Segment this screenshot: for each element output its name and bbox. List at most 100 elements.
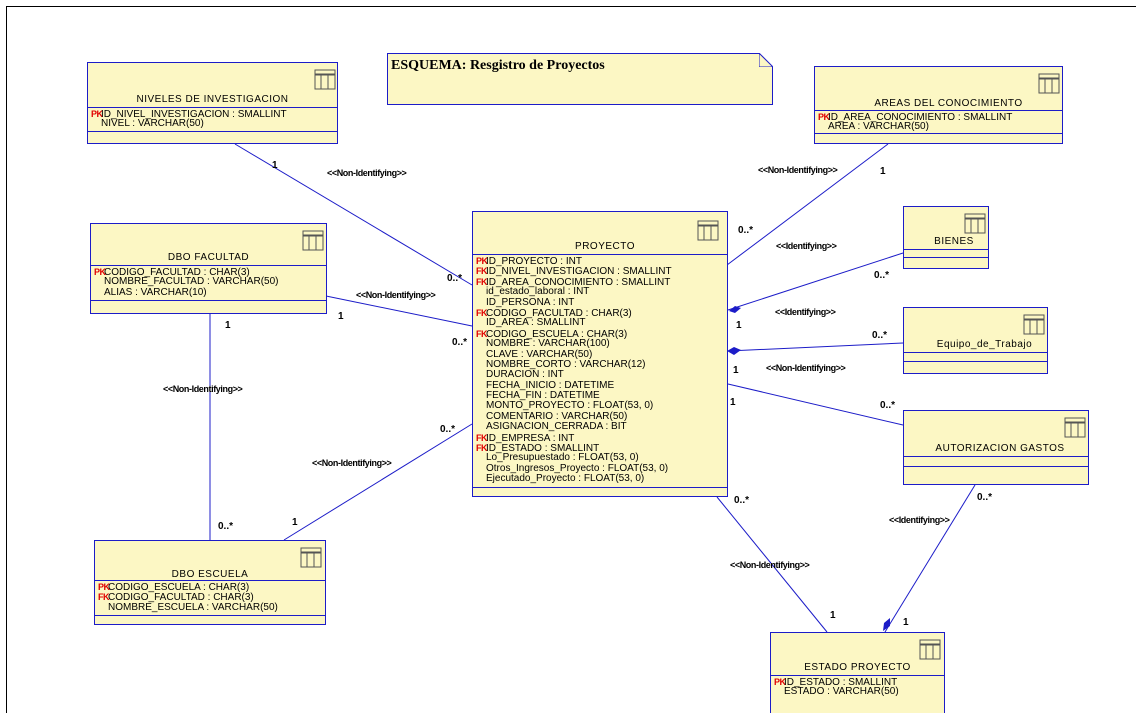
- rel-label-facultad-escuela: <<Non-Identifying>>: [163, 384, 243, 394]
- attribute-row: Lo_Presupuestado : FLOAT(53, 0): [476, 453, 725, 463]
- attribute-text: COMENTARIO : VARCHAR(50): [486, 410, 628, 422]
- diamond-equipo: [727, 347, 741, 355]
- rel-label-facultad: <<Non-Identifying>>: [356, 290, 436, 300]
- key-marker: FK: [476, 266, 488, 277]
- card-facultad-parent: 1: [338, 311, 344, 322]
- card-facultad-escuela-parent: 1: [225, 320, 231, 331]
- key-marker: FK: [476, 307, 488, 318]
- table-icon: [314, 69, 336, 91]
- table-icon: [1038, 73, 1060, 95]
- attribute-text: ID_AREA_CONOCIMIENTO : SMALLINT: [828, 112, 1013, 123]
- line-proyecto-bienes: [727, 252, 904, 311]
- attribute-text: ID_PROYECTO : INT: [486, 256, 582, 267]
- key-marker: PK: [98, 582, 110, 592]
- card-autorizacion-child: 0..*: [880, 400, 896, 411]
- entity-name: Equipo_de_Trabajo: [936, 339, 1033, 350]
- line-areas-proyecto: [726, 143, 889, 266]
- key-marker: PK: [774, 677, 786, 687]
- attribute-row: ASIGNACION_CERRADA : BIT: [476, 422, 725, 432]
- attribute-row: PKCODIGO_FACULTAD : CHAR(3): [94, 267, 324, 278]
- attribute-row: ID_PERSONA : INT: [476, 297, 725, 308]
- attribute-row: PKCODIGO_ESCUELA : CHAR(3): [98, 582, 323, 593]
- entity-escuela[interactable]: DBO ESCUELA PKCODIGO_ESCUELA : CHAR(3)FK…: [94, 540, 326, 625]
- entity-name: NIVELES DE INVESTIGACION: [136, 94, 289, 105]
- attribute-text: NOMBRE_CORTO : VARCHAR(12): [486, 358, 646, 370]
- attribute-list: PKCODIGO_ESCUELA : CHAR(3)FKCODIGO_FACUL…: [98, 582, 323, 613]
- attribute-text: FECHA_INICIO : DATETIME: [486, 379, 615, 391]
- line-autorizacion-estado: [884, 484, 976, 633]
- attribute-text: CODIGO_ESCUELA : CHAR(3): [486, 328, 628, 340]
- line-proyecto-estado: [716, 496, 828, 633]
- rel-label-areas: <<Non-Identifying>>: [758, 165, 838, 175]
- footer-divider: [904, 257, 988, 258]
- entity-name: AUTORIZACION GASTOS: [935, 443, 1065, 454]
- attribute-text: ESTADO : VARCHAR(50): [784, 686, 899, 698]
- attribute-text: NIVEL : VARCHAR(50): [101, 118, 204, 130]
- attribute-text: MONTO_PROYECTO : FLOAT(53, 0): [486, 400, 654, 412]
- entity-autorizacion[interactable]: AUTORIZACION GASTOS: [903, 410, 1089, 485]
- attribute-row: NOMBRE_CORTO : VARCHAR(12): [476, 358, 725, 370]
- schema-note: ESQUEMA: Resgistro de Proyectos: [387, 53, 773, 105]
- diamond-bienes: [729, 306, 741, 313]
- attribute-text: ID_NIVEL_INVESTIGACION : SMALLINT: [486, 266, 672, 278]
- key-marker: PK: [91, 109, 103, 119]
- line-proyecto-equipo: [727, 342, 904, 352]
- card-facultad-child: 0..*: [452, 337, 468, 348]
- header-divider: [771, 675, 944, 676]
- entity-equipo[interactable]: Equipo_de_Trabajo: [903, 307, 1048, 374]
- attribute-text: ID_EMPRESA : INT: [486, 432, 575, 444]
- card-niveles-child: 0..*: [447, 273, 463, 284]
- key-marker: PK: [818, 112, 830, 122]
- header-divider: [95, 580, 325, 581]
- header-divider: [904, 456, 1088, 457]
- card-facultad-escuela-child: 0..*: [218, 521, 234, 532]
- entity-areas[interactable]: AREAS DEL CONOCIMIENTO PKID_AREA_CONOCIM…: [814, 66, 1063, 144]
- attribute-text: CODIGO_ESCUELA : CHAR(3): [108, 582, 250, 593]
- attribute-row: ID_AREA : SMALLINT: [476, 318, 725, 328]
- attribute-text: ID_AREA_CONOCIMIENTO : SMALLINT: [486, 276, 671, 288]
- attribute-text: NOMBRE : VARCHAR(100): [486, 338, 610, 350]
- attribute-text: Otros_Ingresos_Proyecto : FLOAT(53, 0): [486, 462, 669, 474]
- card-areas-child: 0..*: [738, 225, 754, 236]
- attribute-text: ID_AREA : SMALLINT: [486, 317, 586, 329]
- entity-niveles[interactable]: NIVELES DE INVESTIGACION PKID_NIVEL_INVE…: [87, 62, 338, 144]
- key-marker: PK: [94, 267, 106, 277]
- attribute-text: FECHA_FIN : DATETIME: [486, 390, 600, 402]
- attribute-text: DURACION : INT: [486, 369, 564, 381]
- rel-label-autorizacion-estado: <<Identifying>>: [889, 515, 950, 525]
- attribute-text: CODIGO_FACULTAD : CHAR(3): [486, 307, 632, 319]
- card-estado-child: 0..*: [734, 495, 750, 506]
- line-niveles-proyecto: [234, 143, 473, 286]
- attribute-row: Ejecutado_Proyecto : FLOAT(53, 0): [476, 474, 725, 484]
- attribute-row: NIVEL : VARCHAR(50): [91, 119, 335, 129]
- attribute-text: NOMBRE_ESCUELA : VARCHAR(50): [108, 601, 278, 613]
- attribute-row: FKCODIGO_FACULTAD : CHAR(3): [476, 307, 725, 319]
- schema-title: ESQUEMA: Resgistro de Proyectos: [391, 58, 605, 73]
- entity-facultad[interactable]: DBO FACULTAD PKCODIGO_FACULTAD : CHAR(3)…: [90, 223, 327, 314]
- rel-label-equipo: <<Identifying>>: [775, 307, 836, 317]
- attribute-row: MONTO_PROYECTO : FLOAT(53, 0): [476, 401, 725, 411]
- attribute-text: ID_NIVEL_INVESTIGACION : SMALLINT: [101, 109, 287, 120]
- attribute-row: AREA : VARCHAR(50): [818, 122, 1060, 132]
- attribute-text: CODIGO_FACULTAD : CHAR(3): [104, 267, 250, 278]
- card-autorizacion-estado-child: 0..*: [977, 492, 993, 503]
- table-icon: [302, 230, 324, 252]
- card-niveles-parent: 1: [272, 160, 278, 171]
- table-icon: [919, 639, 941, 661]
- note-fold-corner: [759, 53, 773, 67]
- header-divider: [904, 352, 1047, 353]
- attribute-text: ID_ESTADO : SMALLINT: [784, 677, 898, 688]
- entity-bienes[interactable]: BIENES: [903, 206, 989, 269]
- attribute-row: Otros_Ingresos_Proyecto : FLOAT(53, 0): [476, 462, 725, 474]
- attribute-row: PKID_PROYECTO : INT: [476, 256, 725, 267]
- card-bienes-child: 0..*: [874, 270, 890, 281]
- rel-label-niveles: <<Non-Identifying>>: [327, 168, 407, 178]
- card-equipo-child: 0..*: [872, 330, 888, 341]
- entity-name: AREAS DEL CONOCIMIENTO: [874, 98, 1023, 109]
